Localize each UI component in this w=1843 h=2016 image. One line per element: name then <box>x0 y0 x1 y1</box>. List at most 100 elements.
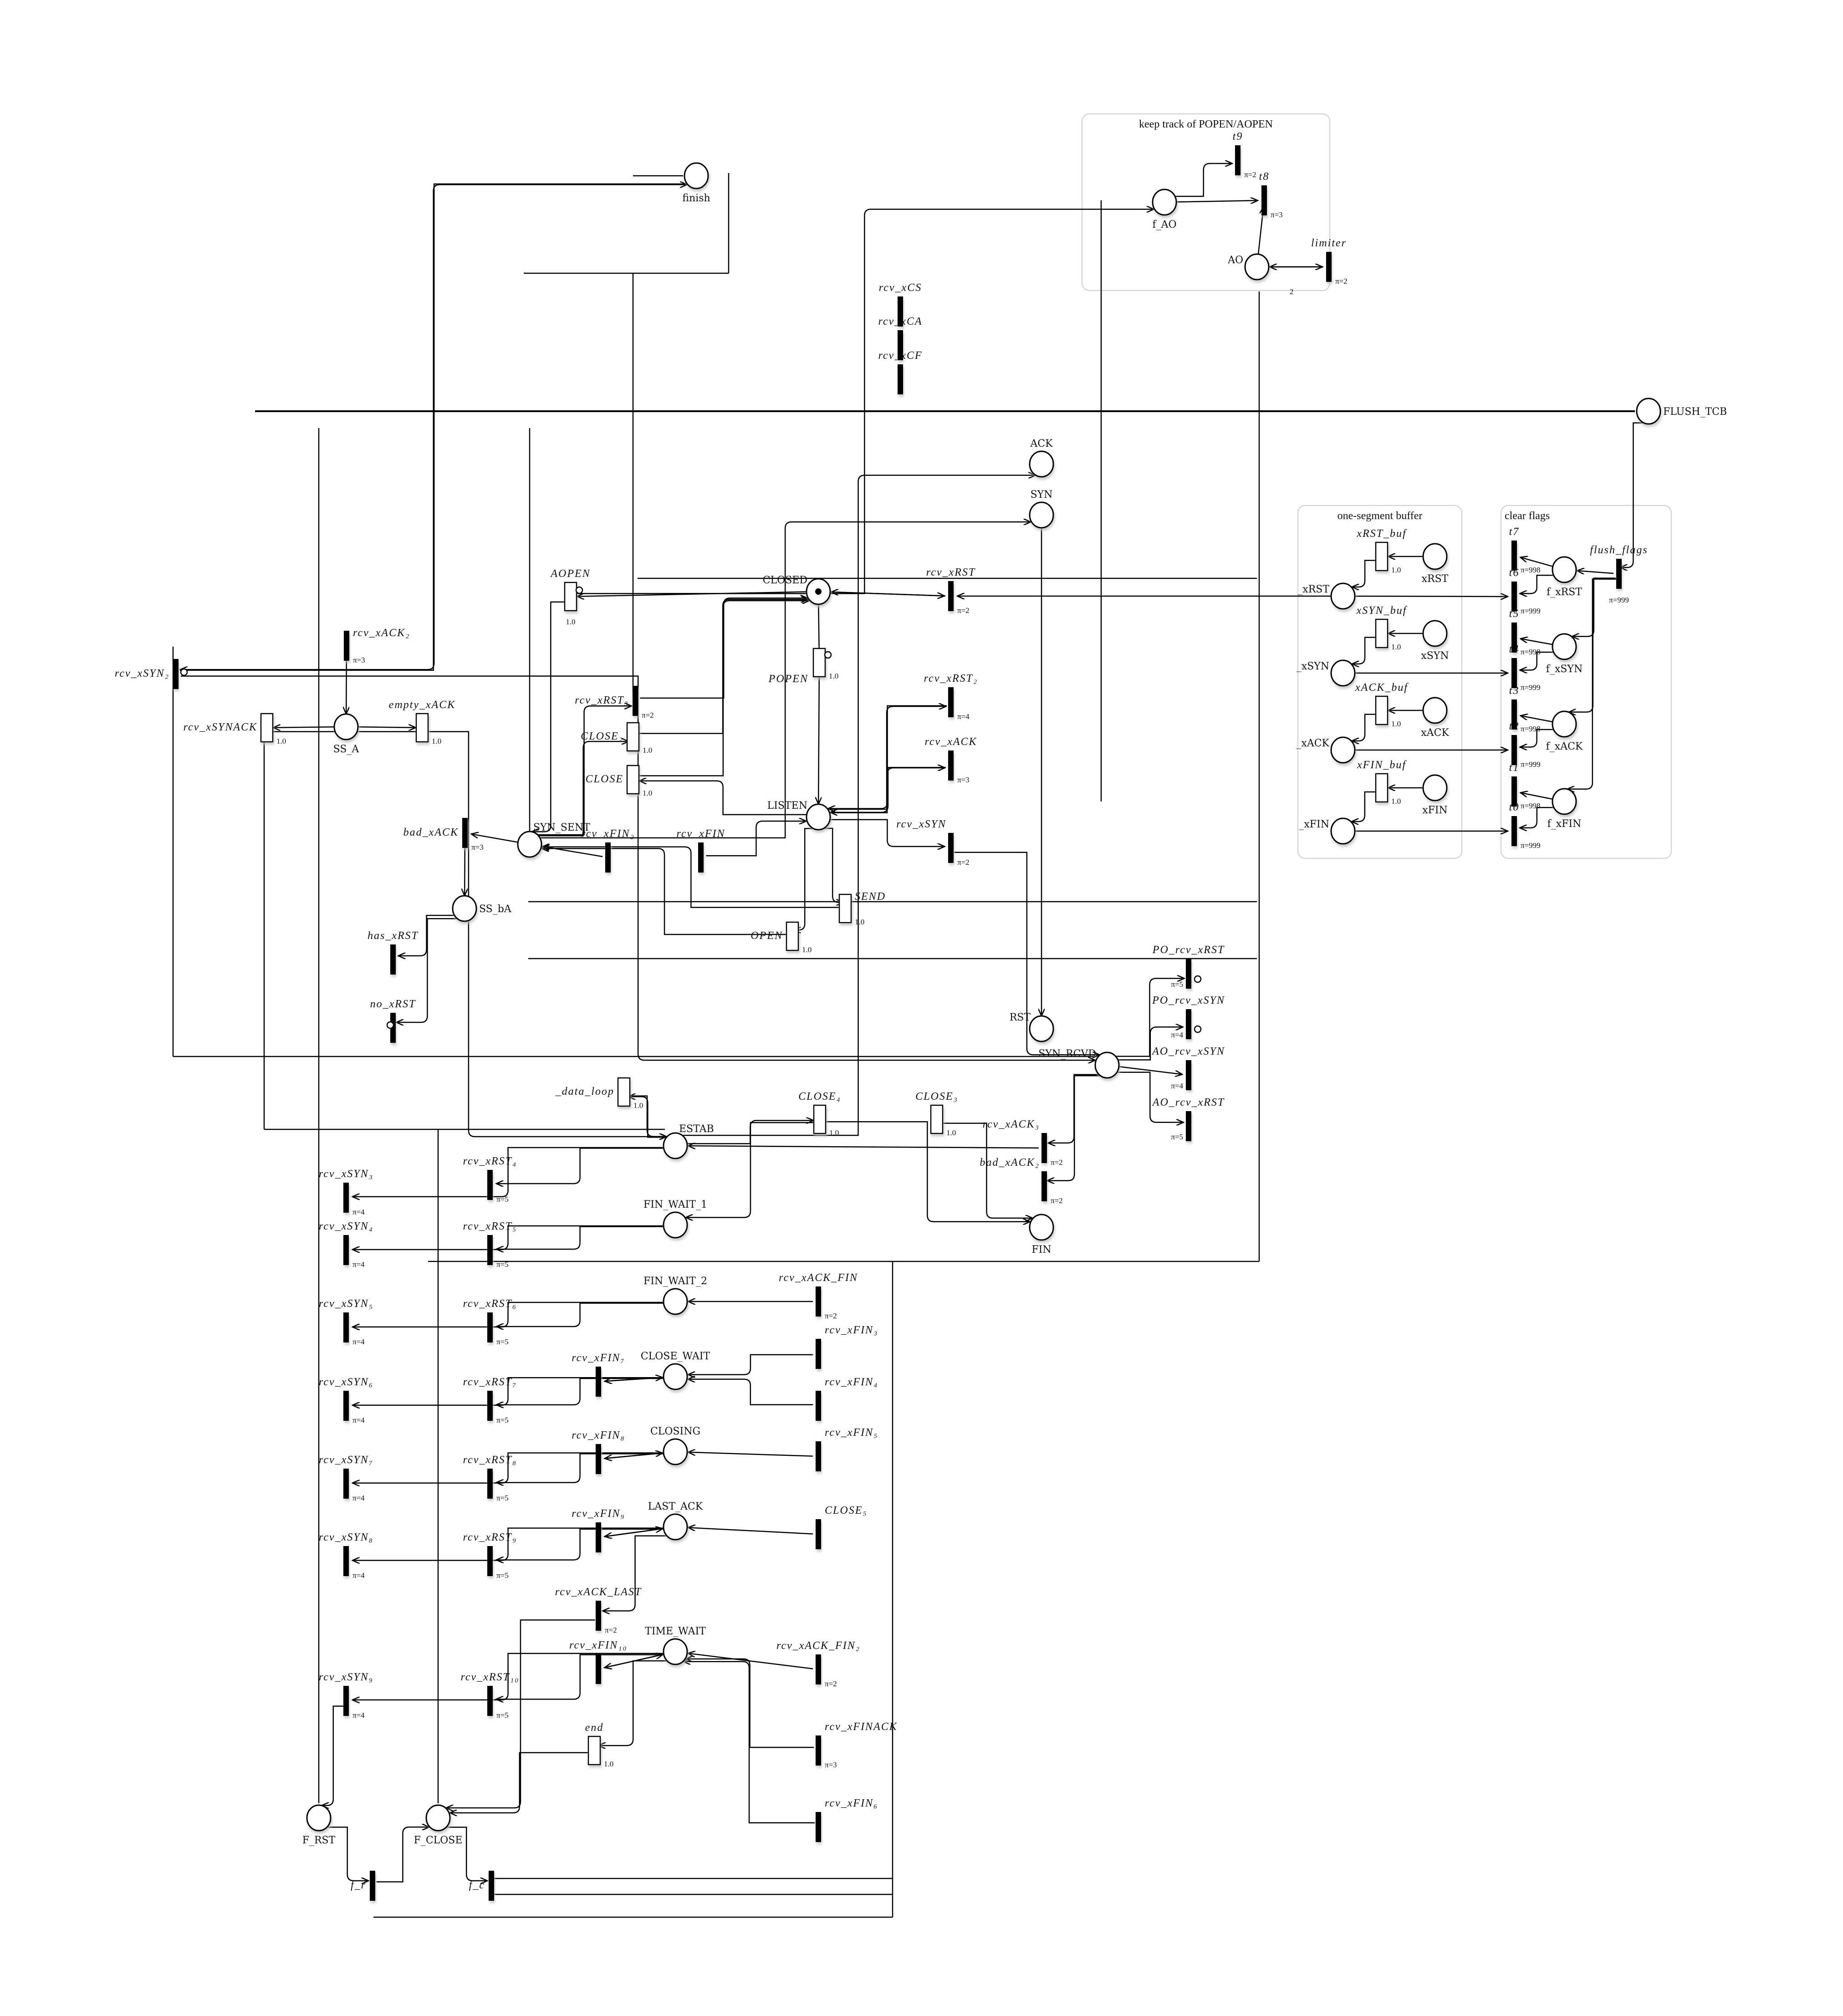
place-circle[interactable] <box>663 1211 688 1239</box>
immediate-transition-bar[interactable] <box>898 364 903 394</box>
place-SYN_RCVD[interactable]: SYN_RCVD <box>1038 1048 1120 1079</box>
immediate-transition-bar[interactable] <box>1186 1111 1191 1141</box>
place-circle[interactable] <box>1244 253 1270 281</box>
immediate-transition-bar[interactable] <box>816 1391 821 1421</box>
place-SS_A[interactable]: SS_A <box>333 713 360 755</box>
transition-rcv_xFIN10[interactable]: rcv_xFIN₁₀ <box>569 1639 628 1684</box>
immediate-transition-bar[interactable] <box>605 842 611 873</box>
transition-f_c[interactable]: f_c <box>469 1871 494 1901</box>
place-circle[interactable] <box>1029 501 1054 529</box>
place-circle[interactable] <box>1636 398 1661 425</box>
transition-rcv_xFIN5[interactable]: rcv_xFIN₅ <box>816 1427 878 1471</box>
place-circle[interactable] <box>1029 1015 1054 1042</box>
place-f_xSYN[interactable]: f_xSYN <box>1546 633 1583 675</box>
transition-CLOSE5[interactable]: CLOSE₅ <box>816 1505 868 1549</box>
place-circle[interactable] <box>452 895 477 922</box>
timed-transition-box[interactable] <box>1375 695 1389 725</box>
place-CLOSED[interactable]: CLOSED <box>763 575 831 605</box>
immediate-transition-bar[interactable] <box>487 1391 493 1421</box>
place-circle[interactable] <box>1029 450 1054 478</box>
immediate-transition-bar[interactable] <box>462 818 468 848</box>
place-LAST_ACK[interactable]: LAST_ACK <box>648 1501 703 1541</box>
timed-transition-box[interactable] <box>415 713 429 743</box>
place-xSYN[interactable]: xSYN <box>1421 620 1449 662</box>
immediate-transition-bar[interactable] <box>487 1235 493 1265</box>
immediate-transition-bar[interactable] <box>343 1391 349 1421</box>
place-_xSYN[interactable]: _xSYN <box>1297 659 1356 687</box>
immediate-transition-bar[interactable] <box>487 1686 493 1716</box>
immediate-transition-bar[interactable] <box>1511 541 1517 571</box>
place-CLOSE_WAIT[interactable]: CLOSE_WAIT <box>641 1351 710 1390</box>
place-circle[interactable] <box>684 162 709 189</box>
immediate-transition-bar[interactable] <box>343 1235 349 1265</box>
place-ACK[interactable]: ACK <box>1029 438 1054 478</box>
immediate-transition-bar[interactable] <box>343 1469 349 1499</box>
immediate-transition-bar[interactable] <box>1186 1060 1191 1090</box>
place-RST[interactable]: RST <box>1010 1012 1054 1042</box>
place-f_xRST[interactable]: f_xRST <box>1547 556 1582 598</box>
timed-transition-box[interactable] <box>813 1104 827 1134</box>
place-TIME_WAIT[interactable]: TIME_WAIT <box>645 1626 706 1665</box>
place-f_xFIN[interactable]: f_xFIN <box>1547 788 1582 830</box>
place-_xRST[interactable]: _xRST <box>1297 582 1356 610</box>
place-finish[interactable]: finish <box>682 162 710 204</box>
immediate-transition-bar[interactable] <box>1511 699 1517 730</box>
transition-rcv_xCA[interactable]: rcv_xCA <box>878 316 922 360</box>
immediate-transition-bar[interactable] <box>816 1735 821 1766</box>
place-circle[interactable] <box>1552 710 1577 738</box>
place-circle[interactable] <box>1330 582 1356 610</box>
immediate-transition-bar[interactable] <box>596 1654 601 1684</box>
place-LISTEN[interactable]: LISTEN <box>767 800 831 831</box>
transition-t4[interactable]: t4π=999 <box>1509 643 1541 692</box>
timed-transition-box[interactable] <box>930 1104 944 1134</box>
timed-transition-box[interactable] <box>260 713 274 743</box>
place-circle[interactable] <box>1422 774 1448 801</box>
place-xRST[interactable]: xRST <box>1422 543 1449 585</box>
place-ESTAB[interactable]: ESTAB <box>663 1123 714 1159</box>
immediate-transition-bar[interactable] <box>1511 623 1517 653</box>
transition-t9[interactable]: t9π=2 <box>1233 131 1256 179</box>
immediate-transition-bar[interactable] <box>816 1339 821 1369</box>
timed-transition-box[interactable] <box>617 1077 631 1107</box>
immediate-transition-bar[interactable] <box>596 1367 601 1397</box>
transition-rcv_xFIN8[interactable]: rcv_xFIN₈ <box>572 1429 625 1474</box>
immediate-transition-bar[interactable] <box>1511 816 1517 846</box>
transition-t2[interactable]: t2π=999 <box>1509 720 1541 769</box>
immediate-transition-bar[interactable] <box>487 1546 493 1576</box>
place-circle[interactable] <box>663 1363 688 1390</box>
immediate-transition-bar[interactable] <box>816 1812 821 1842</box>
immediate-transition-bar[interactable] <box>948 750 954 781</box>
place-circle[interactable] <box>663 1513 688 1541</box>
timed-transition-box[interactable] <box>564 582 577 612</box>
immediate-transition-bar[interactable] <box>816 1519 821 1549</box>
transition-rcv_xCS[interactable]: rcv_xCS <box>879 282 922 327</box>
place-F_CLOSE[interactable]: F_CLOSE <box>414 1804 463 1846</box>
